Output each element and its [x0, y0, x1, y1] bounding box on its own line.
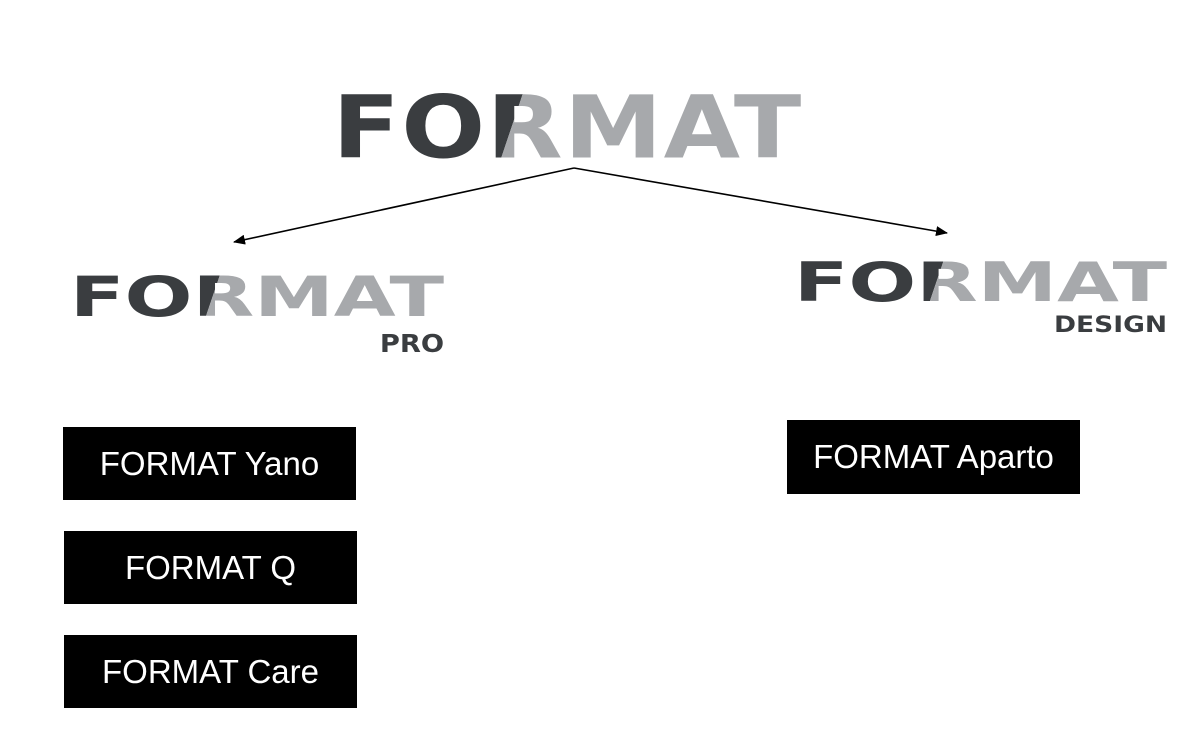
svg-text:FORMAT: FORMAT: [332, 78, 802, 179]
svg-text:FORMAT: FORMAT: [332, 78, 802, 179]
svg-text:FORMAT: FORMAT: [70, 265, 445, 329]
arrow-to-pro: [233, 167, 575, 245]
product-box-q: FORMAT Q: [64, 531, 357, 604]
svg-text:FORMAT: FORMAT: [794, 250, 1168, 314]
logo-subtitle-pro: PRO: [380, 329, 444, 358]
format-main-logo: FORMAT FORMAT: [332, 88, 801, 179]
arrow-to-design: [573, 167, 948, 237]
logo-wordmark: FORMAT FORMAT: [70, 265, 445, 329]
svg-text:FORMAT: FORMAT: [70, 265, 445, 329]
format-pro-logo: FORMAT FORMAT PRO: [70, 265, 445, 358]
logo-wordmark: FORMAT FORMAT: [794, 250, 1168, 314]
svg-text:FORMAT: FORMAT: [794, 250, 1168, 314]
logo-subtitle-design: DESIGN: [1054, 312, 1167, 338]
format-design-logo: FORMAT FORMAT DESIGN: [794, 250, 1168, 338]
product-box-care: FORMAT Care: [64, 635, 357, 708]
product-box-aparto: FORMAT Aparto: [787, 420, 1080, 494]
product-label: FORMAT Q: [124, 548, 297, 586]
product-label: FORMAT Aparto: [813, 438, 1054, 475]
product-label: FORMAT Care: [102, 652, 319, 690]
product-label: FORMAT Yano: [99, 444, 320, 482]
logo-wordmark: FORMAT FORMAT: [332, 78, 802, 179]
product-box-yano: FORMAT Yano: [63, 427, 356, 500]
